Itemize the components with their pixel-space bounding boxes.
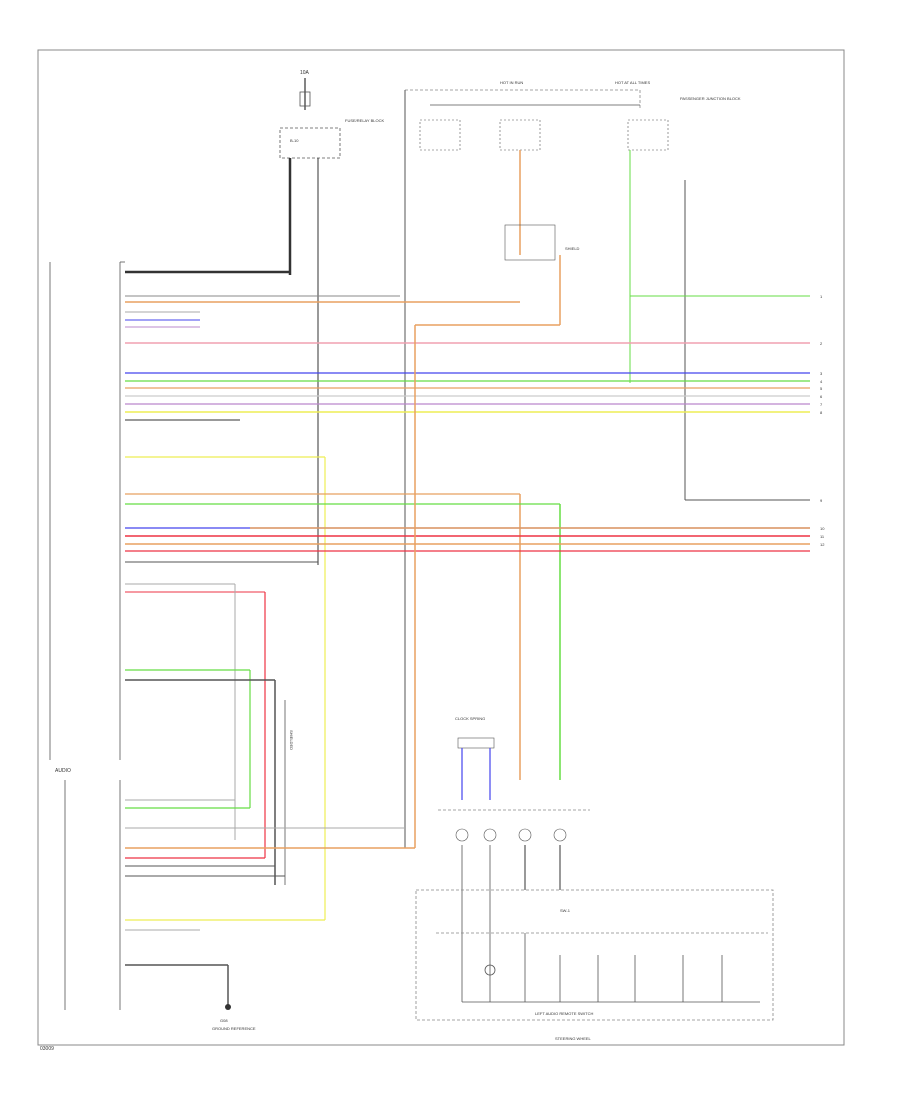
pin-11: 11 (820, 534, 825, 539)
pin-7: 7 (820, 402, 823, 407)
ground-point (225, 1004, 231, 1010)
fuse-note: FUSE/RELAY BLOCK (345, 118, 385, 123)
remote-title: SW-1 (560, 908, 571, 913)
shield-label: SHIELD (565, 246, 580, 251)
pin-12: 12 (820, 542, 825, 547)
pin-8: 8 (820, 410, 823, 415)
remote-connector: G08 GROUND REFERENCE (64, 255, 561, 1031)
pin-10: 10 (820, 526, 825, 531)
pin-9: 9 (820, 498, 823, 503)
fuse-top-label: 10A (300, 70, 310, 76)
fuse-block: 10A B-10 FUSE/RELAY BLOCK (279, 70, 385, 565)
pin-6: 6 (820, 394, 823, 399)
diagram-frame (37, 49, 845, 1046)
hot-run-label: HOT IN RUN (500, 80, 523, 85)
hot-all-label: HOT AT ALL TIMES (615, 80, 650, 85)
audio-unit-label: AUDIO (55, 768, 71, 774)
pin-3: 3 (820, 371, 823, 376)
ground-label: GROUND REFERENCE (212, 1026, 256, 1031)
power-feed: HOT IN RUN HOT AT ALL TIMES PASSENGER JU… (404, 80, 741, 848)
audio-unit: AUDIO (49, 261, 125, 774)
pin-1: 1 (820, 294, 823, 299)
pin-2: 2 (820, 341, 823, 346)
fuse-box-label: B-10 (290, 138, 299, 143)
pin-5: 5 (820, 386, 823, 391)
footer-code: 03009 (40, 1046, 54, 1052)
passenger-junction-label: PASSENGER JUNCTION BLOCK (680, 96, 741, 101)
steering-switch-label: LEFT AUDIO REMOTE SWITCH (535, 1011, 593, 1016)
steering-switch: CLOCK SPRING SW-1 LEFT AUDIO REMOTE SWIT… (415, 716, 774, 1041)
steering-wheel-label: STEERING WHEEL (555, 1036, 592, 1041)
ground-ref: G08 (220, 1018, 228, 1023)
shielded-label: SHIELDED (289, 730, 294, 750)
wire-harness: SHIELDED (125, 270, 810, 920)
pin-4: 4 (820, 379, 823, 384)
clock-spring-label: CLOCK SPRING (455, 716, 485, 721)
right-connector: 1 2 3 4 5 6 7 8 9 10 11 12 (820, 294, 825, 547)
